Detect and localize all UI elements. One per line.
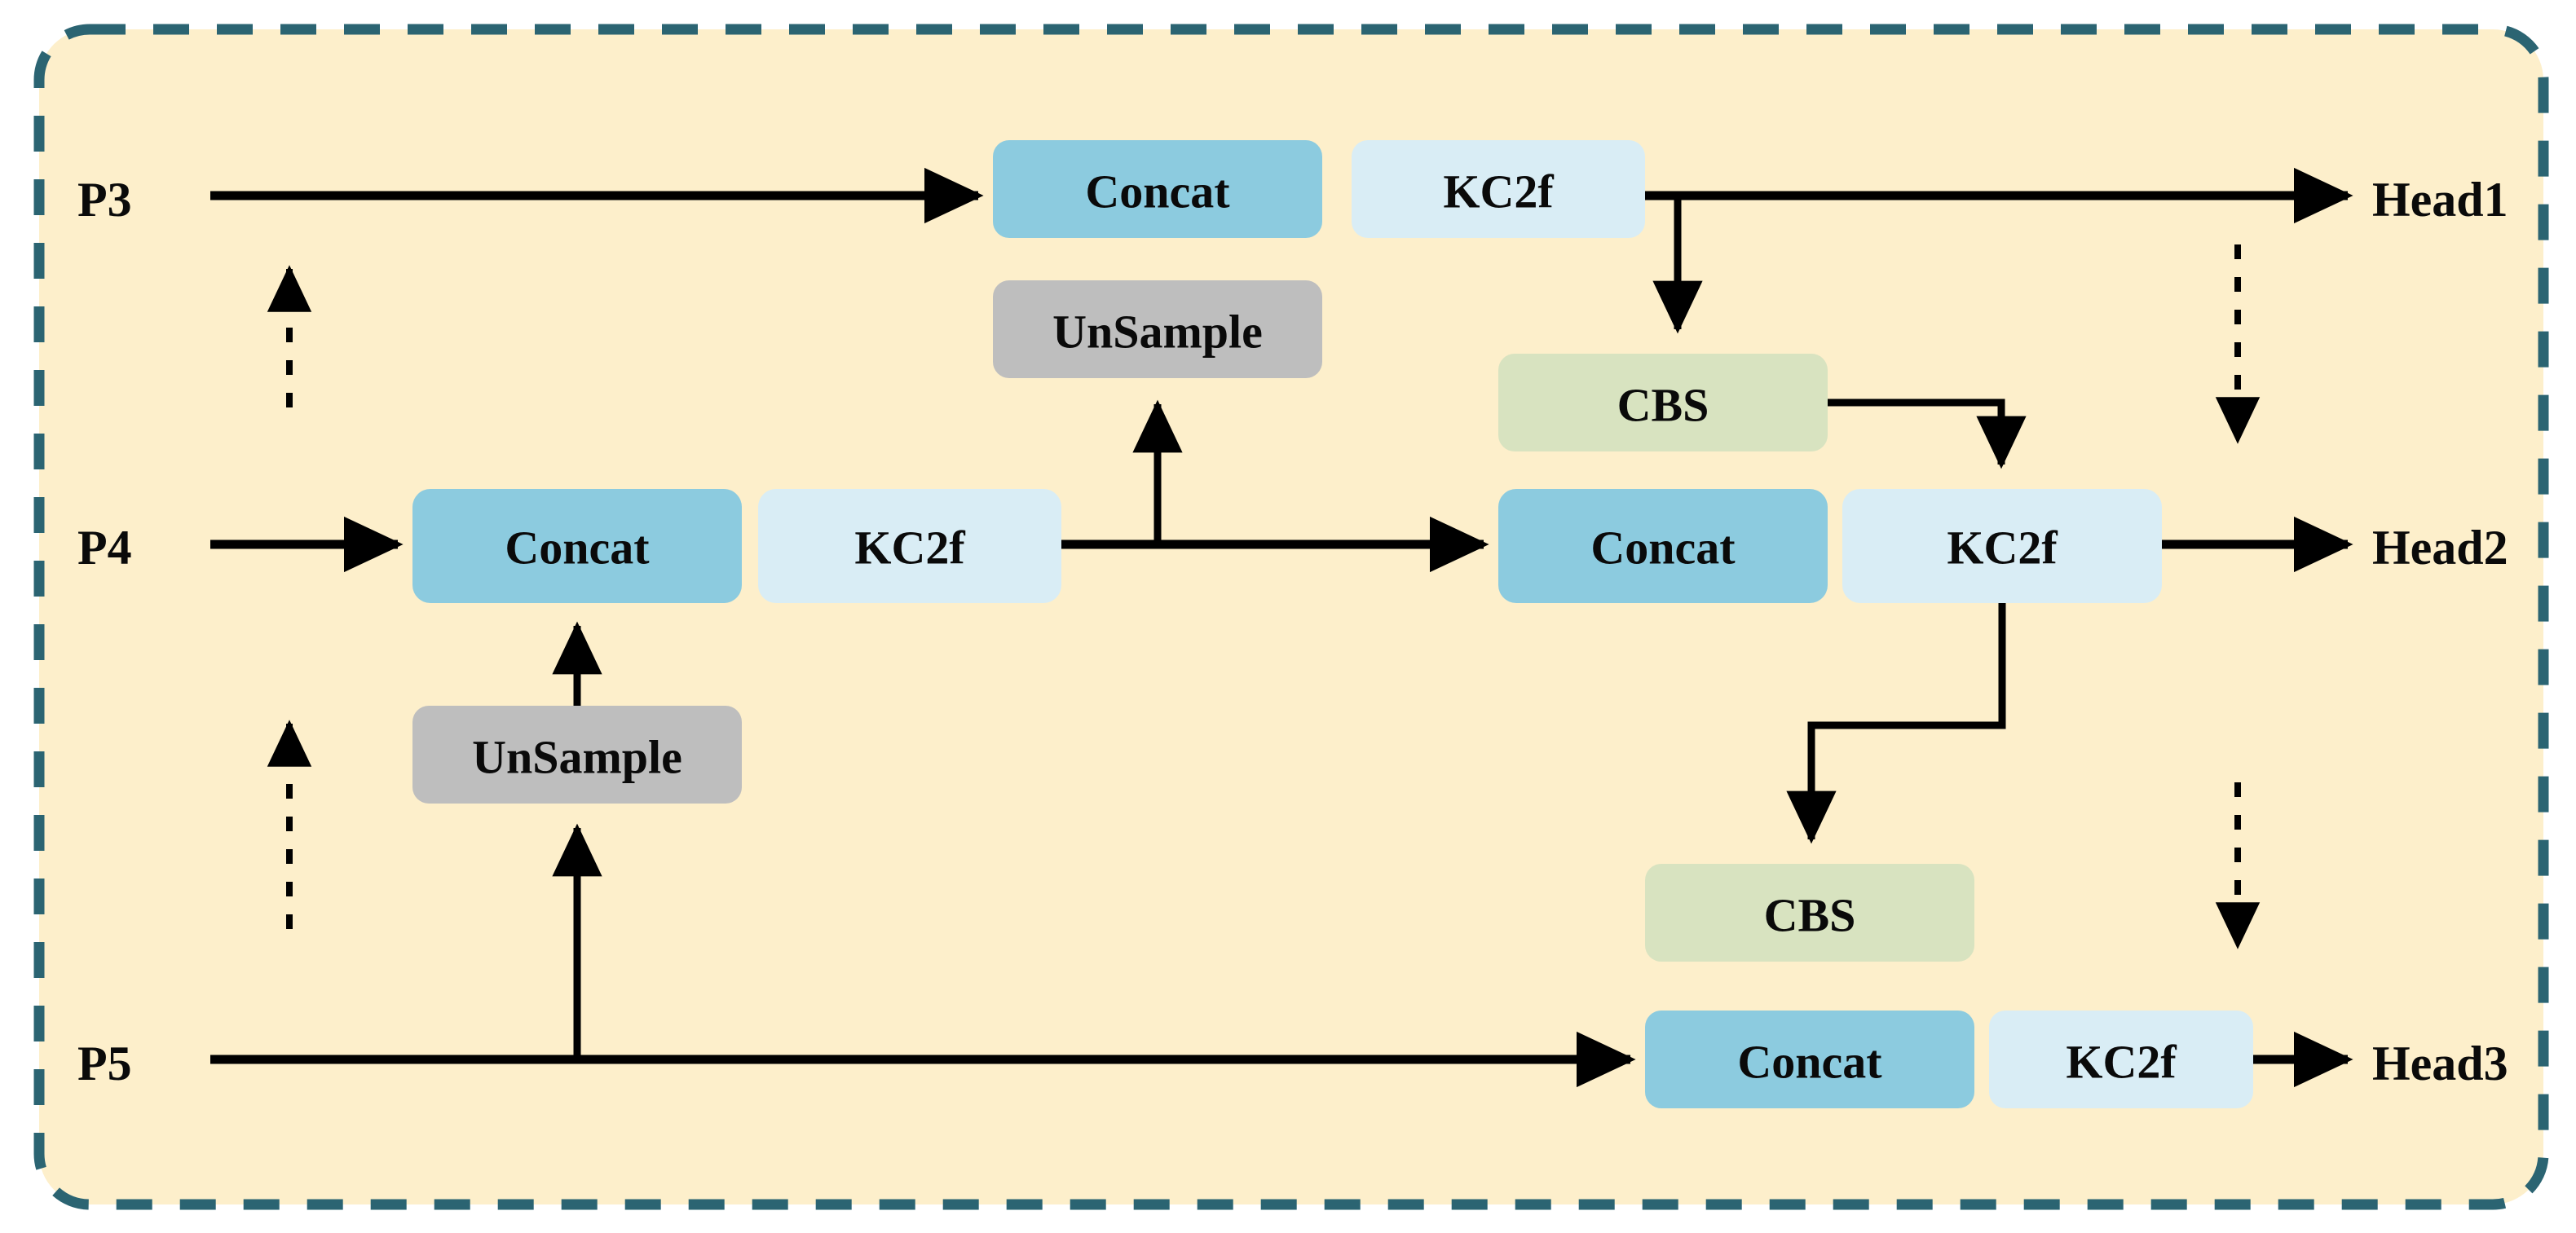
node-concat-p3-box [993, 140, 1322, 238]
node-concat-p3[interactable]: Concat [993, 140, 1322, 238]
node-concat-mid-label: Concat [1590, 522, 1736, 575]
output-label-head2: Head2 [2372, 521, 2508, 575]
node-unsample-bottom-label: UnSample [472, 731, 682, 784]
node-kc2f-p4[interactable]: KC2f [758, 489, 1061, 603]
node-unsample-top[interactable]: UnSample [993, 280, 1322, 378]
node-cbs-upper-label: CBS [1617, 379, 1709, 432]
node-kc2f-mid[interactable]: KC2f [1842, 489, 2162, 603]
node-concat-p4[interactable]: Concat [412, 489, 742, 603]
node-concat-mid-box [1498, 489, 1828, 603]
output-label-head3: Head3 [2372, 1037, 2508, 1090]
node-unsample-bottom-box [412, 706, 742, 804]
node-kc2f-p3[interactable]: KC2f [1352, 140, 1645, 238]
node-kc2f-p3-box [1352, 140, 1645, 238]
node-concat-p4-box [412, 489, 742, 603]
edge-cbs-upper-to-kc2f-mid [1828, 399, 2027, 469]
node-kc2f-p3-label: KC2f [1443, 165, 1554, 218]
node-kc2f-p5-box [1989, 1011, 2253, 1108]
node-unsample-top-box [993, 280, 1322, 378]
input-label-p3: P3 [77, 173, 132, 227]
node-kc2f-p4-label: KC2f [854, 522, 965, 575]
node-unsample-top-label: UnSample [1052, 306, 1263, 359]
output-label-head1: Head1 [2372, 173, 2508, 227]
node-cbs-upper-box [1498, 354, 1828, 451]
node-concat-p5-box [1645, 1011, 1974, 1108]
node-concat-p3-label: Concat [1085, 165, 1230, 218]
node-kc2f-mid-box [1842, 489, 2162, 603]
node-concat-p5[interactable]: Concat [1645, 1011, 1974, 1108]
node-concat-mid[interactable]: Concat [1498, 489, 1828, 603]
node-concat-p4-label: Concat [505, 522, 650, 575]
input-label-p5: P5 [77, 1037, 132, 1090]
node-kc2f-p5-label: KC2f [2066, 1036, 2177, 1089]
node-unsample-bottom[interactable]: UnSample [412, 706, 742, 804]
node-cbs-lower-box [1645, 864, 1974, 962]
node-kc2f-mid-label: KC2f [1947, 522, 2058, 575]
node-cbs-lower[interactable]: CBS [1645, 864, 1974, 962]
node-cbs-upper[interactable]: CBS [1498, 354, 1828, 451]
node-concat-p5-label: Concat [1737, 1036, 1882, 1089]
edge-kc2f-mid-to-cbs-lower [1786, 603, 2006, 844]
node-cbs-lower-label: CBS [1764, 889, 1856, 942]
node-kc2f-p5[interactable]: KC2f [1989, 1011, 2253, 1108]
input-label-p4: P4 [77, 521, 132, 575]
node-kc2f-p4-box [758, 489, 1061, 603]
